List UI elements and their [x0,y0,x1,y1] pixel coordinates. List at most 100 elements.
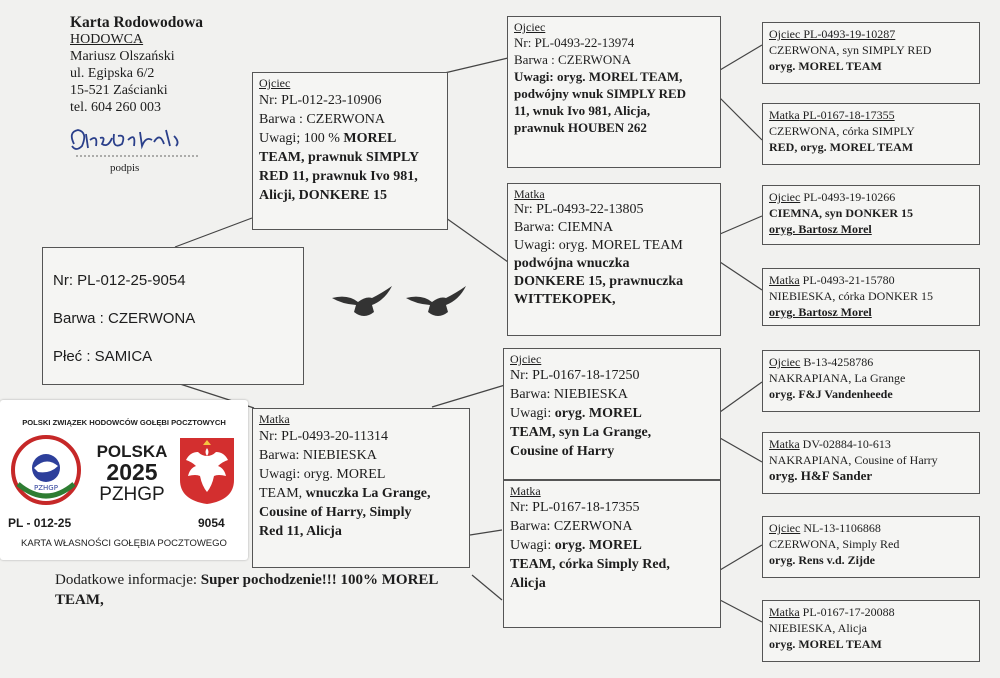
notes-line: TEAM, syn La Grange, [510,425,652,440]
notes-line: TEAM, córka Simply Red, [510,557,670,572]
father-notes-line: RED 11, prawnuk Ivo 981, [259,169,418,184]
great-grandparent-box: Ojciec NL-13-1106868 CZERWONA, Simply Re… [762,516,980,578]
breeder-name: Mariusz Olszański [70,49,175,64]
gp-line: CZERWONA, córka SIMPLY [769,124,915,138]
great-grandparent-box: Ojciec B-13-4258786 NAKRAPIANA, La Grang… [762,350,980,412]
mother-notes-line: TEAM, wnuczka La Grange, [259,486,431,501]
additional-info-text: TEAM, [55,592,104,608]
maternal-grandmother-box: Matka Nr: PL-0167-18-17355 Barwa: CZERWO… [503,480,721,628]
box-label: Ojciec [514,20,546,34]
gp-line: CIEMNA, syn DONKER 15 [769,206,914,220]
notes-line: Alicja [510,576,546,591]
great-grandparent-box: Matka PL-0167-17-20088 NIEBIESKA, Alicja… [762,600,980,662]
breeder-street: ul. Egipska 6/2 [70,66,155,81]
color: Barwa : CZERWONA [514,52,631,67]
breeder-city: 15-521 Zaścianki [70,83,168,98]
mother-notes-line: Cousine of Harry, Simply [259,505,412,520]
pzhgp-logo-icon: PZHGP [11,435,81,505]
father-notes: Uwagi; 100 % MOREL [259,131,397,146]
gp-line: CZERWONA, syn SIMPLY RED [769,43,932,57]
ring-number: Nr: PL-0167-18-17250 [510,368,640,383]
card-footer: KARTA WŁASNOŚCI GOŁĘBIA POCZTOWEGO [21,538,227,549]
signature-label: podpis [110,162,140,174]
pigeon-icon [406,286,466,316]
gp-line: CZERWONA, Simply Red [769,537,900,551]
great-grandparent-box: Ojciec PL-0493-19-10266 CIEMNA, syn DONK… [762,185,980,245]
additional-info: Dodatkowe informacje: Super pochodzenie!… [55,570,495,610]
mother-notes-line: Red 11, Alicja [259,524,342,539]
gp-line: oryg. MOREL TEAM [769,59,882,73]
mother-label: Matka [259,412,290,426]
gp-line: oryg. Rens v.d. Zijde [769,553,876,567]
gp-line: oryg. H&F Sander [769,468,873,483]
gp-line: NAKRAPIANA, Cousine of Harry [769,453,938,467]
father-label: Ojciec [259,76,291,90]
gp-line: RED, oryg. MOREL TEAM [769,140,914,154]
gp-line: oryg. Bartosz Morel [769,305,872,319]
ownership-card: POLSKI ZWIĄZEK HODOWCÓW GOŁĘBI POCZTOWYC… [0,400,248,560]
card-country: POLSKA [96,442,168,461]
breeder-label: HODOWCA [70,32,144,47]
great-grandparent-box: Matka DV-02884-10-613 NAKRAPIANA, Cousin… [762,432,980,494]
color: Barwa: NIEBIESKA [510,387,628,402]
gp-line: oryg. MOREL TEAM [769,637,882,651]
svg-text:PZHGP: PZHGP [34,484,58,492]
additional-info-text: Super pochodzenie!!! 100% MOREL [200,572,439,588]
gp-line: oryg. Bartosz Morel [769,222,872,236]
paternal-grandmother-box: Matka Nr: PL-0493-22-13805 Barwa: CIEMNA… [507,183,721,336]
father-notes-line: Alicji, DONKERE 15 [259,188,387,203]
notes-line: prawnuk HOUBEN 262 [514,120,647,135]
card-number: 9054 [198,516,225,530]
gp-line: NIEBIESKA, córka DONKER 15 [769,289,933,303]
breeder-phone: tel. 604 260 003 [70,100,161,115]
father-color: Barwa : CZERWONA [259,112,385,127]
card-ring-number: PL - 012-25 [8,516,72,530]
card-org: POLSKI ZWIĄZEK HODOWCÓW GOŁĘBI POCZTOWYC… [22,418,226,427]
great-grandparent-box: Matka PL-0493-21-15780 NIEBIESKA, córka … [762,268,980,326]
document-title: Karta Rodowodowa [70,14,204,31]
father-ring-number: Nr: PL-012-23-10906 [259,93,382,108]
notes-line: Uwagi: oryg. MOREL TEAM, [514,69,683,84]
signature-image [70,129,198,157]
breeder-info: Karta Rodowodowa HODOWCA Mariusz Olszańs… [70,14,203,116]
color: Barwa: CIEMNA [514,220,614,235]
father-box: Ojciec Nr: PL-012-23-10906 Barwa : CZERW… [252,72,448,230]
bird-ring-number: Nr: PL-012-25-9054 [53,272,186,289]
mother-notes-line: Uwagi: oryg. MOREL [259,467,386,482]
paternal-grandfather-box: Ojciec Nr: PL-0493-22-13974 Barwa : CZER… [507,16,721,168]
mother-box: Matka Nr: PL-0493-20-11314 Barwa: NIEBIE… [252,408,470,568]
polish-eagle-emblem-icon [180,438,234,504]
card-year: 2025 [106,459,158,485]
ring-number: Nr: PL-0493-22-13805 [514,202,644,217]
notes-line: podwójny wnuk SIMPLY RED [514,86,687,101]
notes-line: Uwagi: oryg. MOREL [510,406,642,421]
notes-line: Cousine of Harry [510,444,615,459]
gp-line: NIEBIESKA, Alicja [769,621,867,635]
father-notes-line: TEAM, prawnuk SIMPLY [259,150,420,165]
notes-line: WITTEKOPEK, [514,292,616,307]
box-label: Matka [514,187,545,201]
box-label: Ojciec [510,352,542,366]
notes-line: DONKERE 15, prawnuczka [514,274,684,289]
mother-ring-number: Nr: PL-0493-20-11314 [259,429,388,444]
card-abbr: PZHGP [99,484,165,505]
box-label: Matka [510,484,541,498]
bird-sex: Płeć : SAMICA [53,348,153,365]
gp-line: NAKRAPIANA, La Grange [769,371,906,385]
pigeon-icon [332,286,392,316]
color: Barwa: CZERWONA [510,519,633,534]
ring-number: Nr: PL-0493-22-13974 [514,35,635,50]
notes-line: Uwagi: oryg. MOREL TEAM [514,238,683,253]
great-grandparent-box: Ojciec PL-0493-19-10287 CZERWONA, syn SI… [762,22,980,84]
bird-color: Barwa : CZERWONA [53,310,196,327]
gp-line: oryg. F&J Vandenheede [769,387,893,401]
notes-line: 11, wnuk Ivo 981, Alicja, [514,103,651,118]
mother-color: Barwa: NIEBIESKA [259,448,377,463]
notes-line: Uwagi: oryg. MOREL [510,538,642,553]
great-grandparent-box: Matka PL-0167-18-17355 CZERWONA, córka S… [762,103,980,165]
maternal-grandfather-box: Ojciec Nr: PL-0167-18-17250 Barwa: NIEBI… [503,348,721,480]
notes-line: podwójna wnuczka [514,256,630,271]
bird-info-box: Nr: PL-012-25-9054 Barwa : CZERWONA Płeć… [42,247,304,385]
additional-info-label: Dodatkowe informacje: [55,572,201,588]
